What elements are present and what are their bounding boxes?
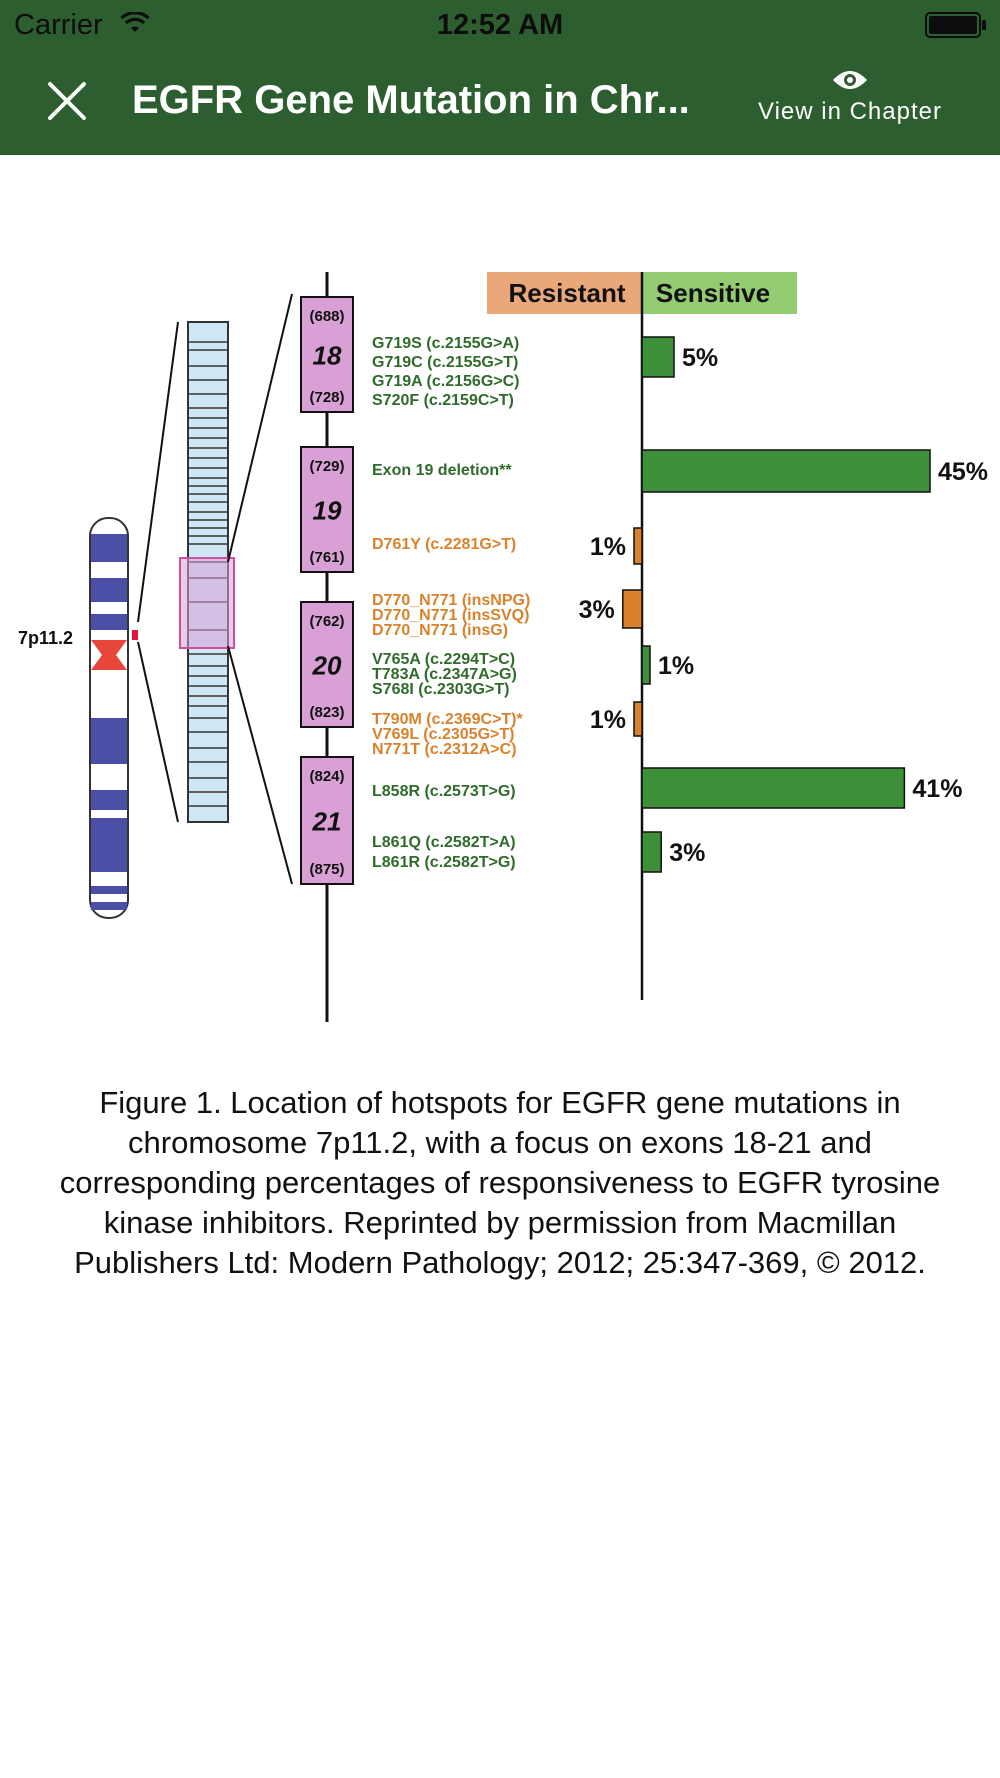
battery-icon [925, 12, 986, 38]
bar-value-label: 1% [658, 652, 694, 680]
exon-number: 21 [312, 807, 342, 837]
egfr-figure: 7p11.2 (688) 18 (728) (729) 19 (761) (762) 20 (8… [18, 272, 988, 1022]
view-in-chapter-button[interactable]: View in Chapter [750, 68, 950, 138]
close-button[interactable] [36, 70, 98, 132]
mutation-label: S768I (c.2303G>T) [372, 681, 509, 698]
exon-18: (688) 18 (728) [300, 296, 354, 413]
legend: Resistant Sensitive [487, 272, 797, 314]
mutation-label: D761Y (c.2281G>T) [372, 536, 516, 553]
bar-1 [641, 336, 675, 378]
bar-value-label: 1% [590, 706, 626, 734]
exon-20: (762) 20 (823) [300, 601, 354, 728]
mutation-label: N771T (c.2312A>C) [372, 741, 517, 758]
bar-7 [641, 767, 906, 809]
bar-value-label: 45% [938, 458, 988, 486]
legend-sensitive: Sensitive [656, 278, 770, 308]
mutation-label: G719S (c.2155G>A) [372, 335, 519, 352]
bar-5 [641, 645, 651, 685]
mutation-label: L861Q (c.2582T>A) [372, 834, 516, 851]
exon-end-label: (728) [309, 389, 344, 406]
bar-4 [622, 589, 643, 629]
bar-value-label: 41% [912, 775, 962, 803]
bar-3 [633, 527, 643, 565]
mutation-label: G719A (c.2156G>C) [372, 373, 519, 390]
chromosome-ideogram [89, 517, 138, 919]
mutation-label: D770_N771 (insSVQ) [372, 607, 529, 624]
exon-end-label: (875) [309, 861, 344, 878]
exon-start-label: (688) [309, 308, 344, 325]
bar-value-label: 5% [682, 344, 718, 372]
mutation-label: T783A (c.2347A>G) [372, 666, 517, 683]
status-time: 12:52 AM [436, 9, 564, 41]
bar-6 [633, 701, 643, 737]
mutation-label: D770_N771 (insG) [372, 622, 508, 639]
legend-resistant: Resistant [508, 278, 625, 308]
exon-start-label: (762) [309, 613, 344, 630]
figure-caption: Figure 1. Location of hotspots for EGFR … [59, 1085, 941, 1280]
bar-value-label: 1% [590, 533, 626, 561]
exon-number: 19 [313, 496, 342, 526]
exon-number: 18 [313, 341, 342, 371]
exon-diagram: (688) 18 (728) (729) 19 (761) (762) 20 (823) (824… [300, 296, 354, 885]
view-in-chapter-label: View in Chapter [758, 98, 942, 125]
exon-start-label: (729) [309, 458, 344, 475]
mutation-label: D770_N771 (insNPG) [372, 592, 530, 609]
exon-19: (729) 19 (761) [300, 446, 354, 573]
bar-2 [641, 449, 931, 493]
mutation-label: V765A (c.2294T>C) [372, 651, 515, 668]
exon-21: (824) 21 (875) [300, 756, 354, 885]
exon-start-label: (824) [309, 768, 344, 785]
mutation-label: G719C (c.2155G>T) [372, 354, 518, 371]
wifi-icon [120, 12, 150, 32]
status-bar: Carrier 12:52 AM [0, 0, 1000, 48]
mutation-labels: G719S (c.2155G>A) G719C (c.2155G>T) G719A … [372, 335, 530, 871]
mutation-label: Exon 19 deletion** [372, 462, 512, 479]
carrier-label: Carrier [14, 9, 103, 41]
exon-number: 20 [312, 651, 342, 681]
bar-value-label: 3% [669, 839, 705, 867]
chromosome-label: 7p11.2 [18, 628, 73, 648]
page-title: EGFR Gene Mutation in Chr... [132, 78, 690, 122]
bar-8 [641, 831, 662, 873]
mutation-label: S720F (c.2159C>T) [372, 392, 514, 409]
bar-value-label: 3% [579, 596, 615, 624]
exon-end-label: (823) [309, 704, 344, 721]
mutation-label: V769L (c.2305G>T) [372, 726, 514, 743]
mutation-label: L861R (c.2582T>G) [372, 854, 516, 871]
band-region [179, 321, 235, 823]
exon-end-label: (761) [309, 549, 344, 566]
nav-bar: EGFR Gene Mutation in Chr... View in Cha… [0, 48, 1000, 155]
mutation-label: T790M (c.2369C>T)* [372, 711, 524, 728]
close-icon [48, 82, 86, 120]
eye-icon [833, 71, 867, 89]
mutation-label: L858R (c.2573T>G) [372, 783, 516, 800]
bar-chart: 5% 45% 1% 3% 1% 1% 41% 3% [579, 336, 988, 873]
